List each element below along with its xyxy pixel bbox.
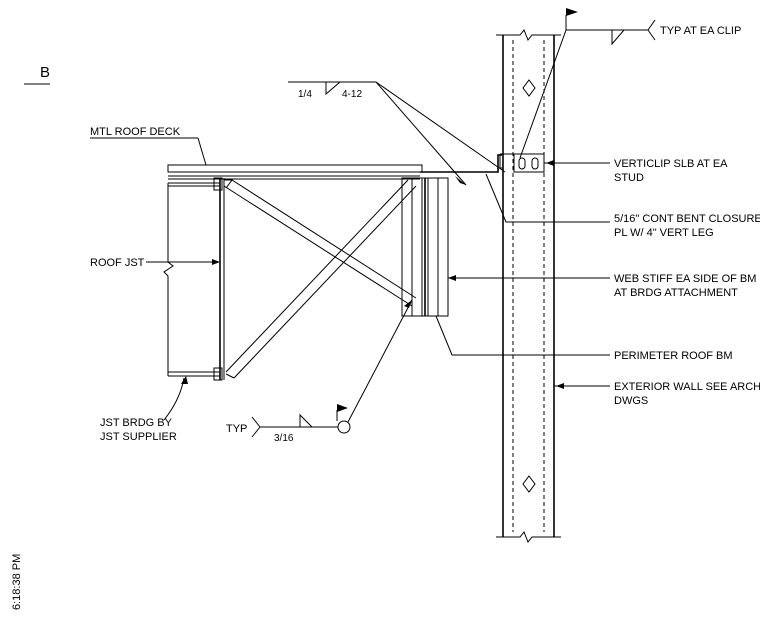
callout-weld-top: 1/4 4-12 [288, 81, 506, 186]
detail-mark: B [40, 64, 50, 81]
callout-perimeter-beam: PERIMETER ROOF BM [435, 315, 733, 362]
callout-weld-bottom: TYP 3/16 [226, 299, 413, 444]
label-verticlip-1: VERTICLIP SLB AT EA [614, 158, 728, 170]
verticlip [499, 153, 545, 173]
label-jst-brdg-2: JST SUPPLIER [100, 431, 177, 443]
timestamp: 6:18:38 PM [11, 554, 23, 610]
bent-closure-plate [420, 154, 502, 173]
label-jst-brdg-1: JST BRDG BY [100, 417, 173, 429]
label-perimeter-beam: PERIMETER ROOF BM [614, 350, 733, 362]
perimeter-roof-beam [401, 171, 449, 317]
wall-diamond-bottom [522, 475, 536, 493]
exterior-wall [496, 29, 561, 543]
label-typ: TYP [226, 423, 247, 435]
label-roof-jst: ROOF JST [90, 257, 145, 269]
roof-joist [163, 177, 225, 381]
label-typ-at-ea-clip: TYP AT EA CLIP [660, 25, 741, 37]
callout-web-stiff: WEB STIFF EA SIDE OF BM AT BRDG ATTACHME… [448, 273, 756, 299]
metal-roof-deck [167, 164, 423, 180]
label-weld-bottom-size: 3/16 [274, 433, 294, 444]
callout-exterior-wall: EXTERIOR WALL SEE ARCH DWGS [554, 381, 760, 407]
label-web-stiff-2: AT BRDG ATTACHMENT [614, 287, 738, 299]
label-weld-top-length: 4-12 [342, 89, 362, 100]
wall-diamond-top [522, 79, 536, 97]
label-exterior-wall-1: EXTERIOR WALL SEE ARCH [614, 381, 760, 393]
callout-typ-at-ea-clip: TYP AT EA CLIP [519, 8, 741, 159]
label-mtl-roof-deck: MTL ROOF DECK [90, 126, 181, 138]
callout-verticlip: VERTICLIP SLB AT EA STUD [544, 158, 728, 184]
callout-mtl-roof-deck: MTL ROOF DECK [90, 126, 207, 166]
callout-roof-jst: ROOF JST [90, 257, 220, 269]
label-web-stiff-1: WEB STIFF EA SIDE OF BM [614, 273, 756, 285]
callout-bent-closure: 5/16" CONT BENT CLOSURE PL W/ 4" VERT LE… [485, 173, 760, 239]
label-closure-1: 5/16" CONT BENT CLOSURE [614, 213, 760, 225]
label-exterior-wall-2: DWGS [614, 395, 648, 407]
label-weld-top-size: 1/4 [298, 89, 312, 100]
label-closure-2: PL W/ 4" VERT LEG [614, 227, 714, 239]
label-verticlip-2: STUD [614, 172, 644, 184]
joist-cross-bridging [223, 179, 417, 379]
callout-jst-bridging: JST BRDG BY JST SUPPLIER [100, 376, 188, 443]
